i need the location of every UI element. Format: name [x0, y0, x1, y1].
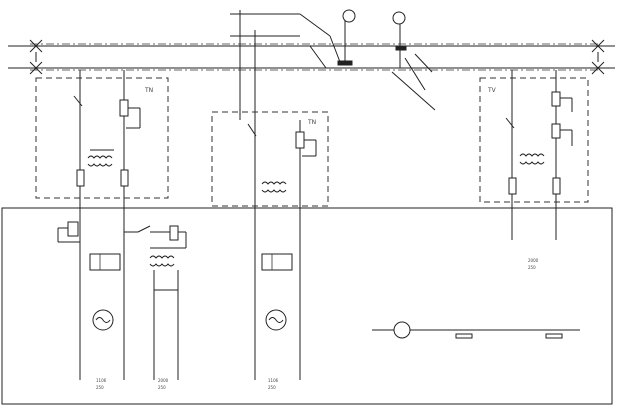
middle-bay-lower: 1106 250 — [254, 210, 301, 390]
legend-relay-symbol-2 — [545, 333, 563, 339]
middle-transformer — [261, 181, 287, 193]
indicator-lamp-1 — [342, 9, 356, 23]
left-tn-enclosure: TN — [35, 70, 169, 230]
relay-cabinet: 1106 250 2000 250 — [1, 207, 613, 405]
middle-tn-label: TN — [307, 119, 316, 126]
left-ct — [149, 255, 175, 267]
middle-cable-top: 1106 — [268, 378, 279, 383]
left-switch-resistor — [169, 225, 179, 241]
earthing-switch-2 — [395, 45, 407, 51]
left-relay-block — [89, 253, 121, 271]
middle-resistor — [295, 131, 305, 149]
right-fuse-1 — [508, 177, 517, 195]
legend-line — [372, 321, 580, 339]
middle-relay-block — [261, 253, 293, 271]
right-busbar-terminal — [591, 39, 605, 75]
right-resistor-2 — [551, 123, 561, 139]
left-fuse-1 — [76, 169, 85, 187]
left-tn-label: TN — [144, 87, 153, 94]
left-transformer — [87, 155, 113, 167]
right-tv-enclosure: TV — [479, 70, 589, 240]
left-fuse-2 — [120, 169, 129, 187]
right-cable-top: 2000 — [528, 258, 539, 263]
left-resistor-lower — [67, 221, 79, 237]
indicator-lamp-2 — [392, 11, 406, 25]
right-fuse-2 — [552, 177, 561, 195]
right-cable-bottom: 250 — [528, 265, 536, 270]
legend-lamp-symbol — [393, 321, 411, 339]
left-bay-lower: 1106 250 — [57, 221, 125, 390]
right-resistor-1 — [551, 91, 561, 107]
middle-tn-enclosure: TN — [211, 111, 329, 210]
right-bay-lower: 2000 250 — [528, 258, 539, 270]
right-transformer — [519, 153, 545, 165]
legend-relay-symbol-1 — [455, 333, 473, 339]
left-cable-top: 1106 — [96, 378, 107, 383]
busbar — [8, 39, 615, 75]
right-tv-label: TV — [487, 87, 497, 94]
top-feeders — [230, 9, 436, 120]
left-resistor — [119, 99, 129, 117]
left2-cable-top: 2000 — [158, 378, 169, 383]
left-busbar-terminal — [29, 39, 43, 75]
middle-cable-bottom: 250 — [268, 385, 276, 390]
left-bay-switch: 2000 250 — [124, 225, 187, 390]
left-cable-bottom: 250 — [96, 385, 104, 390]
left2-cable-bottom: 250 — [158, 385, 166, 390]
